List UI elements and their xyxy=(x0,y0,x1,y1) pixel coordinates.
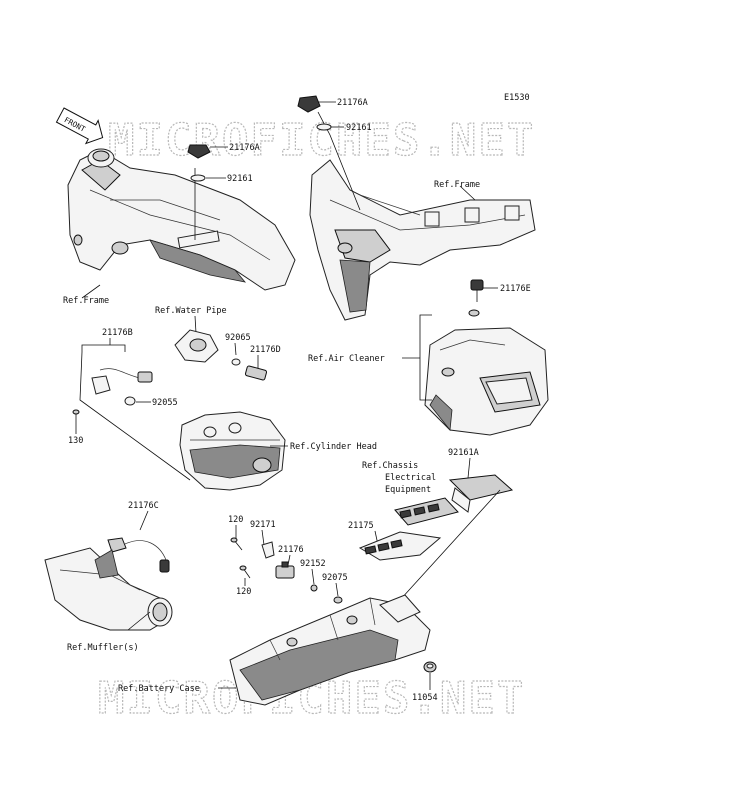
label-92152: 92152 xyxy=(300,559,326,569)
label-21176B: 21176B xyxy=(102,328,133,338)
label-21176C: 21176C xyxy=(128,501,159,511)
label-21176E: 21176E xyxy=(500,284,531,294)
diagram-code: E1530 xyxy=(504,93,530,103)
label-120-top: 120 xyxy=(228,515,243,525)
sensor-21176D xyxy=(244,365,268,381)
water-pipe-part xyxy=(174,329,219,363)
grommet-92152 xyxy=(310,584,318,592)
sensor-21176C xyxy=(107,537,170,573)
damper-92075 xyxy=(333,596,343,604)
gasket-92065 xyxy=(231,358,241,366)
sensor-21176 xyxy=(275,561,295,579)
label-ref-chassis-3: Equipment xyxy=(385,485,431,495)
label-ref-mufflers: Ref.Muffler(s) xyxy=(67,643,139,653)
bolt-120-top xyxy=(230,537,243,551)
label-92075: 92075 xyxy=(322,573,348,583)
label-92055: 92055 xyxy=(152,398,178,408)
sensor-21176A-left xyxy=(187,144,211,182)
muffler-part xyxy=(44,547,173,631)
label-ref-cylinder-head: Ref.Cylinder Head xyxy=(290,442,377,452)
battery-case-part xyxy=(229,594,431,706)
sensor-21176B xyxy=(91,368,153,406)
grommet-air-cleaner xyxy=(468,309,480,317)
label-130: 130 xyxy=(68,436,83,446)
label-92161-left: 92161 xyxy=(227,174,253,184)
bolt-11054 xyxy=(423,661,437,673)
label-21176A-top: 21176A xyxy=(337,98,368,108)
label-92161-top: 92161 xyxy=(346,123,372,133)
air-cleaner-part xyxy=(424,327,549,436)
right-frame-part xyxy=(309,111,536,321)
sensor-21176E xyxy=(470,279,484,302)
label-21176: 21176 xyxy=(278,545,304,555)
left-frame-part xyxy=(67,148,296,291)
sensor-21176A-top xyxy=(297,95,332,131)
label-ref-chassis-1: Ref.Chassis xyxy=(362,461,418,471)
label-ref-water-pipe: Ref.Water Pipe xyxy=(155,306,227,316)
ecu-21175 xyxy=(358,531,442,561)
label-ref-chassis-2: Electrical xyxy=(385,473,436,483)
label-11054: 11054 xyxy=(412,693,438,703)
cylinder-head-part xyxy=(179,411,286,491)
label-92171: 92171 xyxy=(250,520,276,530)
label-21175: 21175 xyxy=(348,521,374,531)
label-ref-frame-right: Ref.Frame xyxy=(434,180,480,190)
label-92161A: 92161A xyxy=(448,448,479,458)
bracket-92161A xyxy=(448,474,514,513)
watermark-top: MICROFICHES.NET xyxy=(108,115,535,166)
front-arrow-icon: FRONT xyxy=(55,107,104,145)
bolt-120-bottom xyxy=(239,565,251,579)
ecu-upper xyxy=(394,497,459,526)
label-120-bottom: 120 xyxy=(236,587,251,597)
label-92065: 92065 xyxy=(225,333,251,343)
label-21176D: 21176D xyxy=(250,345,281,355)
bolt-130 xyxy=(72,409,80,415)
label-ref-air-cleaner: Ref.Air Cleaner xyxy=(308,354,385,364)
label-21176A-left: 21176A xyxy=(229,143,260,153)
clamp-92171 xyxy=(261,541,275,559)
label-ref-battery-case: Ref.Battery Case xyxy=(118,684,200,694)
label-ref-frame-left: Ref.Frame xyxy=(63,296,109,306)
